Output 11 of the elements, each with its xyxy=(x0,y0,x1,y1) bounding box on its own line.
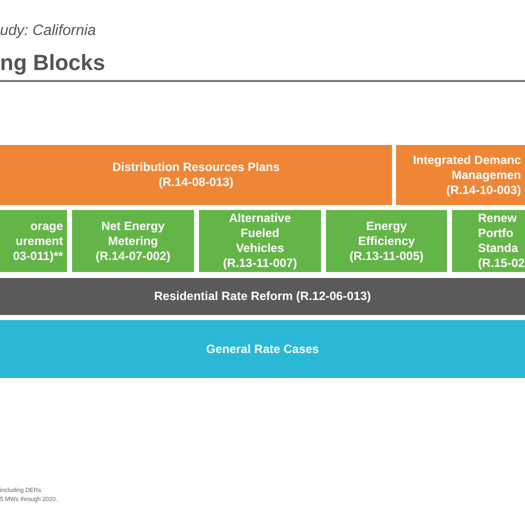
subtitle: udy: California xyxy=(0,22,96,39)
initiative-block: Integrated Demanc Managemen (R.14-10-003) xyxy=(396,145,525,205)
rate-cases-bar: General Rate Cases xyxy=(0,320,525,378)
initiative-block: Distribution Resources Plans (R.14-08-013) xyxy=(0,145,392,205)
proceeding-block: Net Energy Metering (R.14-07-002) xyxy=(72,210,194,272)
proceeding-block: orage urement 03-011)** xyxy=(0,210,67,272)
proceeding-block: Renew Portfo Standa (R.15-02 xyxy=(452,210,525,272)
slide-title: ng Blocks xyxy=(0,50,106,76)
proceeding-block: Energy Efficiency (R.13-11-005) xyxy=(326,210,447,272)
proceeding-block: Alternative Fueled Vehicles (R.13-11-007) xyxy=(199,210,321,272)
rate-reform-bar: Residential Rate Reform (R.12-06-013) xyxy=(0,278,525,315)
